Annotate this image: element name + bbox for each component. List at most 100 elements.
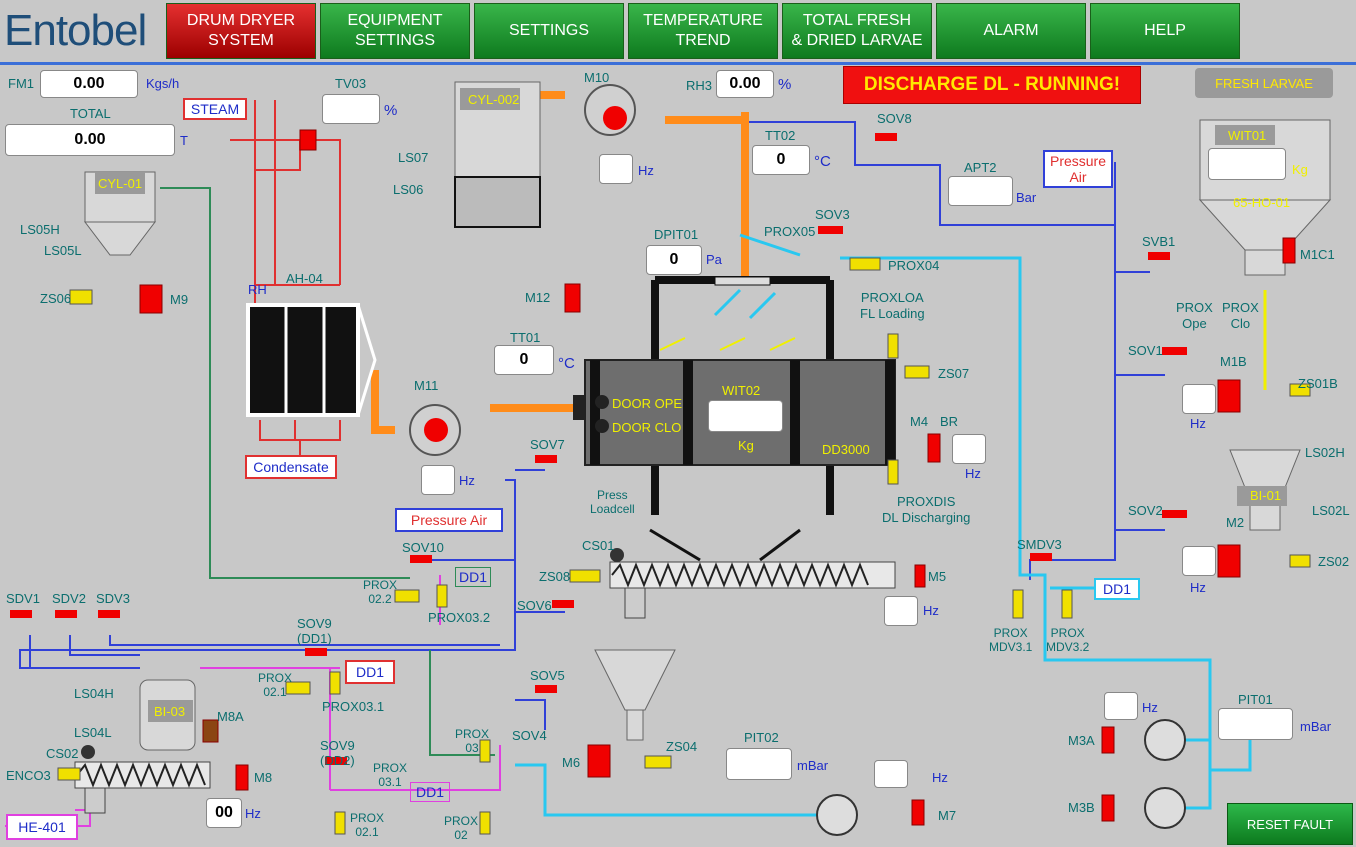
m5-hz-unit: Hz	[923, 603, 939, 618]
wit01-tag: 65-HO-01	[1233, 195, 1291, 210]
zs04-label: ZS04	[666, 739, 698, 754]
tt02-unit: °C	[814, 153, 831, 170]
cyl002-label: CYL-002	[468, 92, 520, 107]
sov8-label: SOV8	[877, 111, 912, 126]
m4-hz-unit: Hz	[965, 466, 981, 481]
m8-hz-value: 00	[206, 798, 242, 828]
ls02h-label: LS02H	[1305, 445, 1345, 460]
total-unit: T	[180, 133, 188, 148]
wit01-label: WIT01	[1228, 128, 1267, 143]
prox-03-2-label: PROX03.2	[428, 610, 491, 625]
m11-label: M11	[414, 378, 439, 393]
m2-hz-value	[1182, 546, 1216, 576]
m2-hz-unit: Hz	[1190, 580, 1206, 595]
apt2-label: APT2	[964, 160, 997, 175]
nav-alarm[interactable]: ALARM	[936, 3, 1086, 59]
total-label: TOTAL	[70, 106, 111, 121]
m11-hz-unit: Hz	[459, 473, 475, 488]
dpit01-label: DPIT01	[654, 227, 699, 242]
nav-equipment-settings[interactable]: EQUIPMENT SETTINGS	[320, 3, 470, 59]
rh3-label: RH3	[686, 78, 713, 93]
prox-03-1-label: PROX03.1	[322, 699, 385, 714]
dd1-tag-d: DD1	[1094, 578, 1140, 600]
wit02-label: WIT02	[722, 383, 761, 398]
rh-label: RH	[248, 282, 267, 297]
m1b-hz-unit: Hz	[1190, 416, 1206, 431]
tt01-unit: °C	[558, 355, 575, 372]
fm1-label: FM1	[8, 76, 34, 91]
m8-hz-unit: Hz	[245, 806, 261, 821]
ls02l-label: LS02L	[1312, 503, 1350, 518]
dpit01-unit: Pa	[706, 252, 722, 267]
wit02-unit: Kg	[738, 438, 754, 453]
m7-hz-unit: Hz	[932, 770, 948, 785]
m8a-label: M8A	[217, 709, 244, 724]
nav-settings[interactable]: SETTINGS	[474, 3, 624, 59]
condensate-tag: Condensate	[245, 455, 337, 479]
proxloa-label: PROXLOA FL Loading	[860, 290, 925, 321]
tv03-value	[322, 94, 380, 124]
apt2-unit: Bar	[1016, 190, 1037, 205]
pressure-air-right-tag: Pressure Air	[1043, 150, 1113, 188]
sov4-label: SOV4	[512, 728, 547, 743]
fm1-value: 0.00	[40, 70, 138, 98]
nav-total-larvae[interactable]: TOTAL FRESH & DRIED LARVAE	[782, 3, 932, 59]
pit02-label: PIT02	[744, 730, 779, 745]
fm1-unit: Kgs/h	[146, 76, 180, 91]
cyl01-label: CYL-01	[98, 176, 143, 191]
dd1-tag-b: DD1	[345, 660, 395, 684]
nav-help[interactable]: HELP	[1090, 3, 1240, 59]
zs02-label: ZS02	[1318, 554, 1350, 569]
m5-hz-value	[884, 596, 918, 626]
tt02-label: TT02	[765, 128, 796, 143]
m11-hz-value	[421, 465, 455, 495]
m10-hz-value	[599, 154, 633, 184]
zs01b-label: ZS01B	[1298, 376, 1338, 391]
sov9-dd1-label: SOV9 (DD1)	[297, 616, 332, 646]
dpit01-value: 0	[646, 245, 702, 275]
sdv2-label: SDV2	[52, 591, 86, 606]
pit01-label: PIT01	[1238, 692, 1273, 707]
apt2-value	[948, 176, 1013, 206]
bi01-label: BI-01	[1250, 488, 1282, 503]
rh3-value: 0.00	[716, 70, 774, 98]
enco3-label: ENCO3	[6, 768, 51, 783]
nav-temperature-trend[interactable]: TEMPERATURE TREND	[628, 3, 778, 59]
ls04h-label: LS04H	[74, 686, 114, 701]
pit01-value	[1218, 708, 1293, 740]
sov5-label: SOV5	[530, 668, 565, 683]
m10-label: M10	[584, 70, 610, 85]
door-close-label: DOOR CLO	[612, 420, 682, 435]
ls07-label: LS07	[398, 150, 429, 165]
door-open-label: DOOR OPE	[612, 396, 683, 411]
prox-02-1-label: PROX 02.1	[258, 671, 293, 699]
zs07-label: ZS07	[938, 366, 970, 381]
entobel-logo: Entobel	[4, 6, 147, 55]
ah04-label: AH-04	[286, 271, 323, 286]
reset-fault-button[interactable]: RESET FAULT	[1227, 803, 1353, 845]
m3a-label: M3A	[1068, 733, 1095, 748]
prox05-label: PROX05	[764, 224, 816, 239]
fresh-larvae-label: FRESH LARVAE	[1195, 68, 1333, 98]
cs02-label: CS02	[46, 746, 79, 761]
pit02-value	[726, 748, 792, 780]
m12-label: M12	[525, 290, 551, 305]
steam-tag: STEAM	[183, 98, 247, 120]
sov7-label: SOV7	[530, 437, 565, 452]
total-value: 0.00	[5, 124, 175, 156]
m7-hz-value	[874, 760, 908, 788]
m3b-label: M3B	[1068, 800, 1095, 815]
wit01-value	[1208, 148, 1286, 180]
nav-drum-dryer-system[interactable]: DRUM DRYER SYSTEM	[166, 3, 316, 59]
sov1-label: SOV1	[1128, 343, 1163, 358]
smdv3-label: SMDV3	[1017, 537, 1062, 552]
prox-03-1b-label: PROX 03.1	[373, 761, 408, 789]
sdv3-label: SDV3	[96, 591, 130, 606]
sov10-label: SOV10	[402, 540, 444, 555]
dd1-tag-a: DD1	[455, 567, 491, 587]
rh3-unit: %	[778, 76, 792, 93]
m1b-label: M1B	[1220, 354, 1247, 369]
m10-hz-unit: Hz	[638, 163, 654, 178]
cs01-label: CS01	[582, 538, 615, 553]
prox-02-2-label: PROX 02.2	[363, 578, 398, 606]
